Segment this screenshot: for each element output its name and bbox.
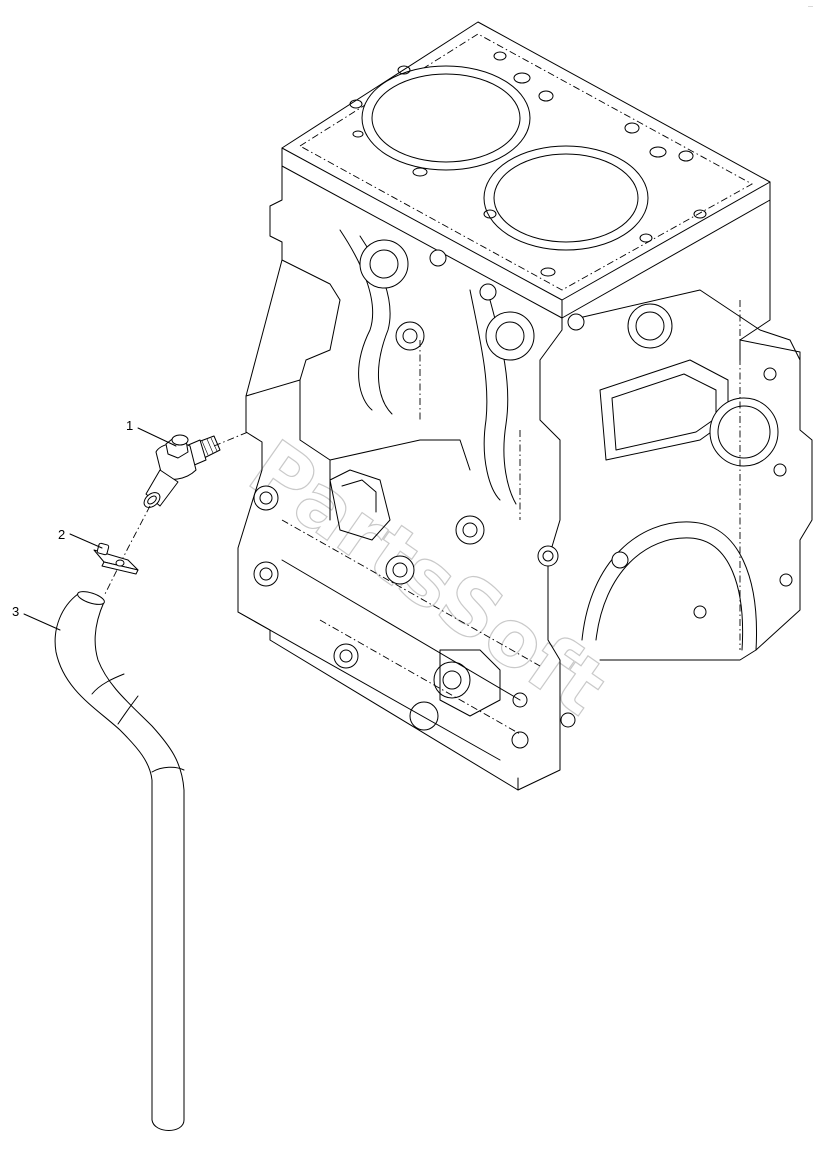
watermark-text: PartsSoft	[233, 424, 621, 733]
callout-2: 2	[58, 527, 65, 542]
cylinder-bore-1	[361, 65, 531, 171]
head-gasket-outline	[299, 33, 753, 291]
block-front-face	[517, 317, 563, 791]
hose-clamp-part	[93, 542, 139, 575]
callout-1: 1	[126, 418, 133, 433]
rear-seal-bore	[709, 397, 779, 467]
rear-plate	[569, 289, 801, 361]
leader-2	[69, 533, 103, 549]
crankshaft-bore	[581, 521, 757, 651]
engine-block	[237, 21, 813, 791]
drain-cock-part	[143, 434, 221, 508]
callout-3: 3	[12, 604, 19, 619]
block-left-side	[237, 165, 519, 791]
corner-mark: —	[808, 4, 813, 10]
cylinder-bore-2	[483, 145, 649, 251]
leader-3	[23, 613, 61, 631]
leader-lines	[23, 427, 177, 631]
leader-1	[137, 427, 177, 447]
block-bosses	[253, 239, 793, 749]
mount-bracket	[329, 469, 391, 541]
head-bolt-holes	[349, 51, 707, 277]
hose-part	[54, 591, 185, 1131]
